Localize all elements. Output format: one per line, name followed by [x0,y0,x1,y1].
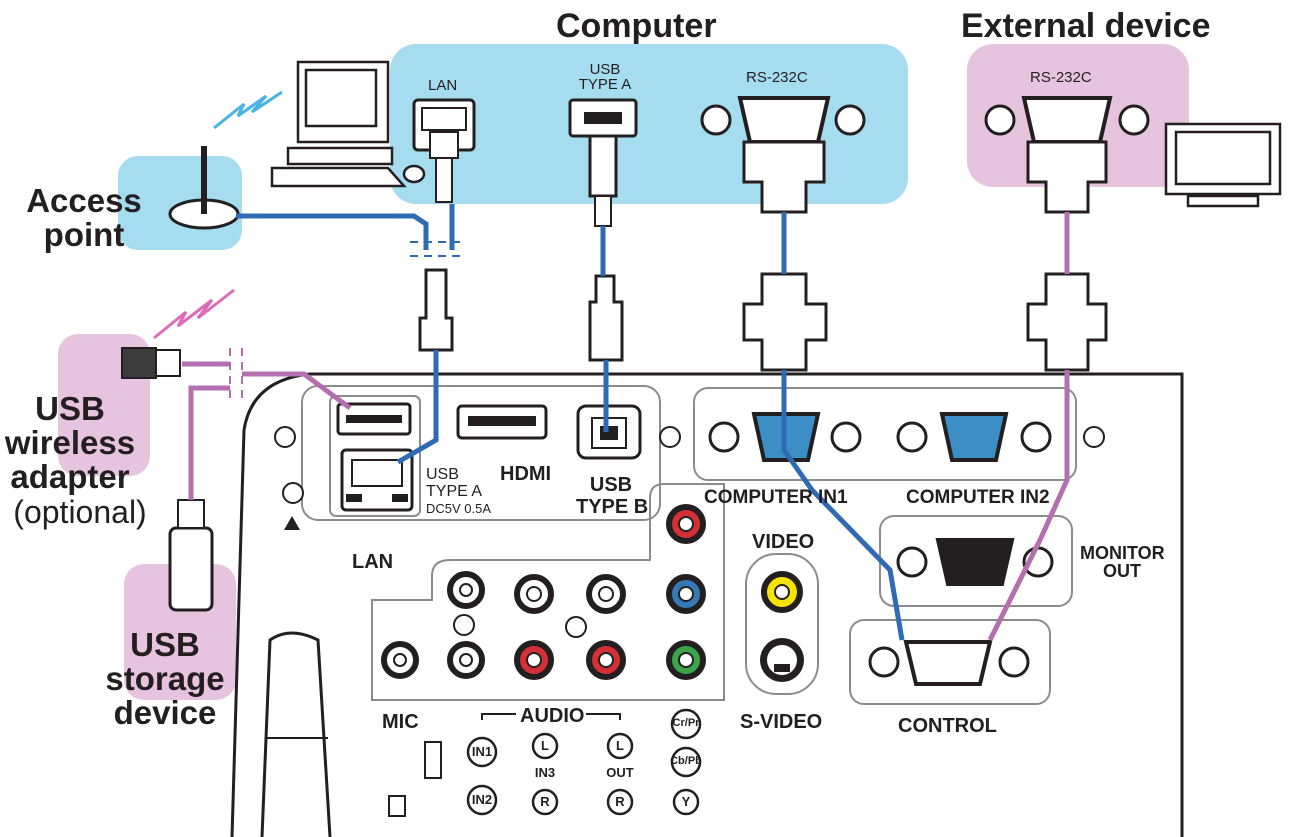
lan-usb-group-frame [301,385,661,521]
in1-label: IN1 [471,744,493,759]
computer-icon [270,60,426,188]
panel-hdmi-label: HDMI [500,463,552,485]
computer-heading: Computer [556,7,717,45]
mic-label: MIC [382,711,419,733]
rs232c-plug-computer [742,272,828,372]
computer-in-frame [693,387,1077,481]
screw-icon [282,482,304,504]
usb-storage-device-label: USB storage device [100,628,230,730]
external-rs232c-port [984,96,1150,214]
video-frame [745,553,819,695]
usb-storage-label-line1: USB [130,626,200,663]
control-frame [849,619,1051,705]
panel-usb-b-line2: TYPE B [576,496,649,518]
screw-icon [453,614,475,636]
computer-in2-port[interactable] [896,412,1052,462]
video-label: VIDEO [752,531,815,553]
usb-wireless-adapter-label: USB wireless adapter [0,392,140,494]
monitor-icon [1164,122,1282,208]
usb-wireless-adapter-label-line2: wireless [4,424,136,461]
audio-label: AUDIO [520,705,585,727]
out-l-label: L [616,738,624,753]
in3-r-label: R [540,794,550,809]
external-device-heading: External device [961,7,1211,45]
usb-wireless-adapter-label-line3: adapter [10,458,130,495]
monitor-out-line2: OUT [1103,561,1141,581]
in3-label: IN3 [534,765,556,780]
in3-l-label: L [541,738,549,753]
access-point-label: Access point [22,184,146,252]
external-rs232c-label: RS-232C [1030,69,1092,86]
av-group-frame [371,483,725,701]
computer-in1-port[interactable] [708,412,862,462]
computer-usb-type-a-label: USB TYPE A [572,62,638,92]
screw-icon [565,616,587,638]
usb-wireless-adapter-label-line1: USB [35,390,105,427]
control-port[interactable] [868,640,1030,686]
wireless-signal-icon [213,90,283,130]
usb-b-plug [588,274,624,362]
computer-rs232c-port [700,96,866,214]
rs232c-plug-external [1026,272,1108,372]
access-point-cable [236,213,429,250]
lan-plug [418,268,454,352]
control-label: CONTROL [898,715,997,737]
usb-storage-cable [188,385,230,500]
in2-label: IN2 [471,792,493,807]
usb-storage-label-line3: device [113,694,217,731]
wireless-signal-icon [153,288,235,340]
access-point-label-line1: Access [26,182,142,219]
usb-wireless-adapter [121,347,157,379]
computer-in2-label: COMPUTER IN2 [906,487,1050,508]
cb-pb-label: Cb/Pb [670,755,702,767]
usb-adapter-cable [182,361,352,411]
projector-foot [260,631,332,837]
panel-usb-type-b-label: USB TYPE B [576,474,649,518]
panel-usb-a-line2: TYPE A [426,483,483,500]
panel-usb-type-a-label: USB TYPE A DC5V 0.5A [426,466,491,517]
cr-pr-label: Cr/Pr [672,717,700,729]
computer-in1-label: COMPUTER IN1 [704,487,848,508]
projector-rear-panel [230,372,1184,837]
triangle-icon [284,516,300,530]
computer-lan-label: LAN [428,77,458,94]
kensington-lock-icon [388,795,406,817]
s-video-label: S-VIDEO [740,711,823,733]
screw-icon [274,426,296,448]
access-point-label-line2: point [43,216,125,253]
rs232c-external-cable [987,212,1070,642]
panel-usb-a-line3: DC5V 0.5A [426,501,492,516]
computer-usb-label-line2: TYPE A [578,76,632,93]
rs232c-computer-cable [781,212,905,641]
optional-label: (optional) [13,494,147,530]
security-slot [424,741,442,779]
screw-icon [1083,426,1105,448]
out-label: OUT [606,765,634,780]
out-r-label: R [615,794,625,809]
panel-usb-b-line1: USB [589,474,633,496]
usb-storage-label-line2: storage [105,660,225,697]
monitor-out-label: MONITOR OUT [1080,543,1165,581]
screw-icon [659,426,681,448]
monitor-out-line1: MONITOR [1080,543,1165,563]
monitor-out-port[interactable] [896,538,1054,586]
usb-b-cable [600,226,609,432]
usb-storage-device [168,526,214,612]
computer-usb-label-line1: USB [589,61,621,78]
panel-usb-a-line1: USB [426,466,459,483]
computer-rs232c-label: RS-232C [746,69,808,86]
y-label: Y [681,794,691,809]
panel-lan-label: LAN [352,551,394,573]
